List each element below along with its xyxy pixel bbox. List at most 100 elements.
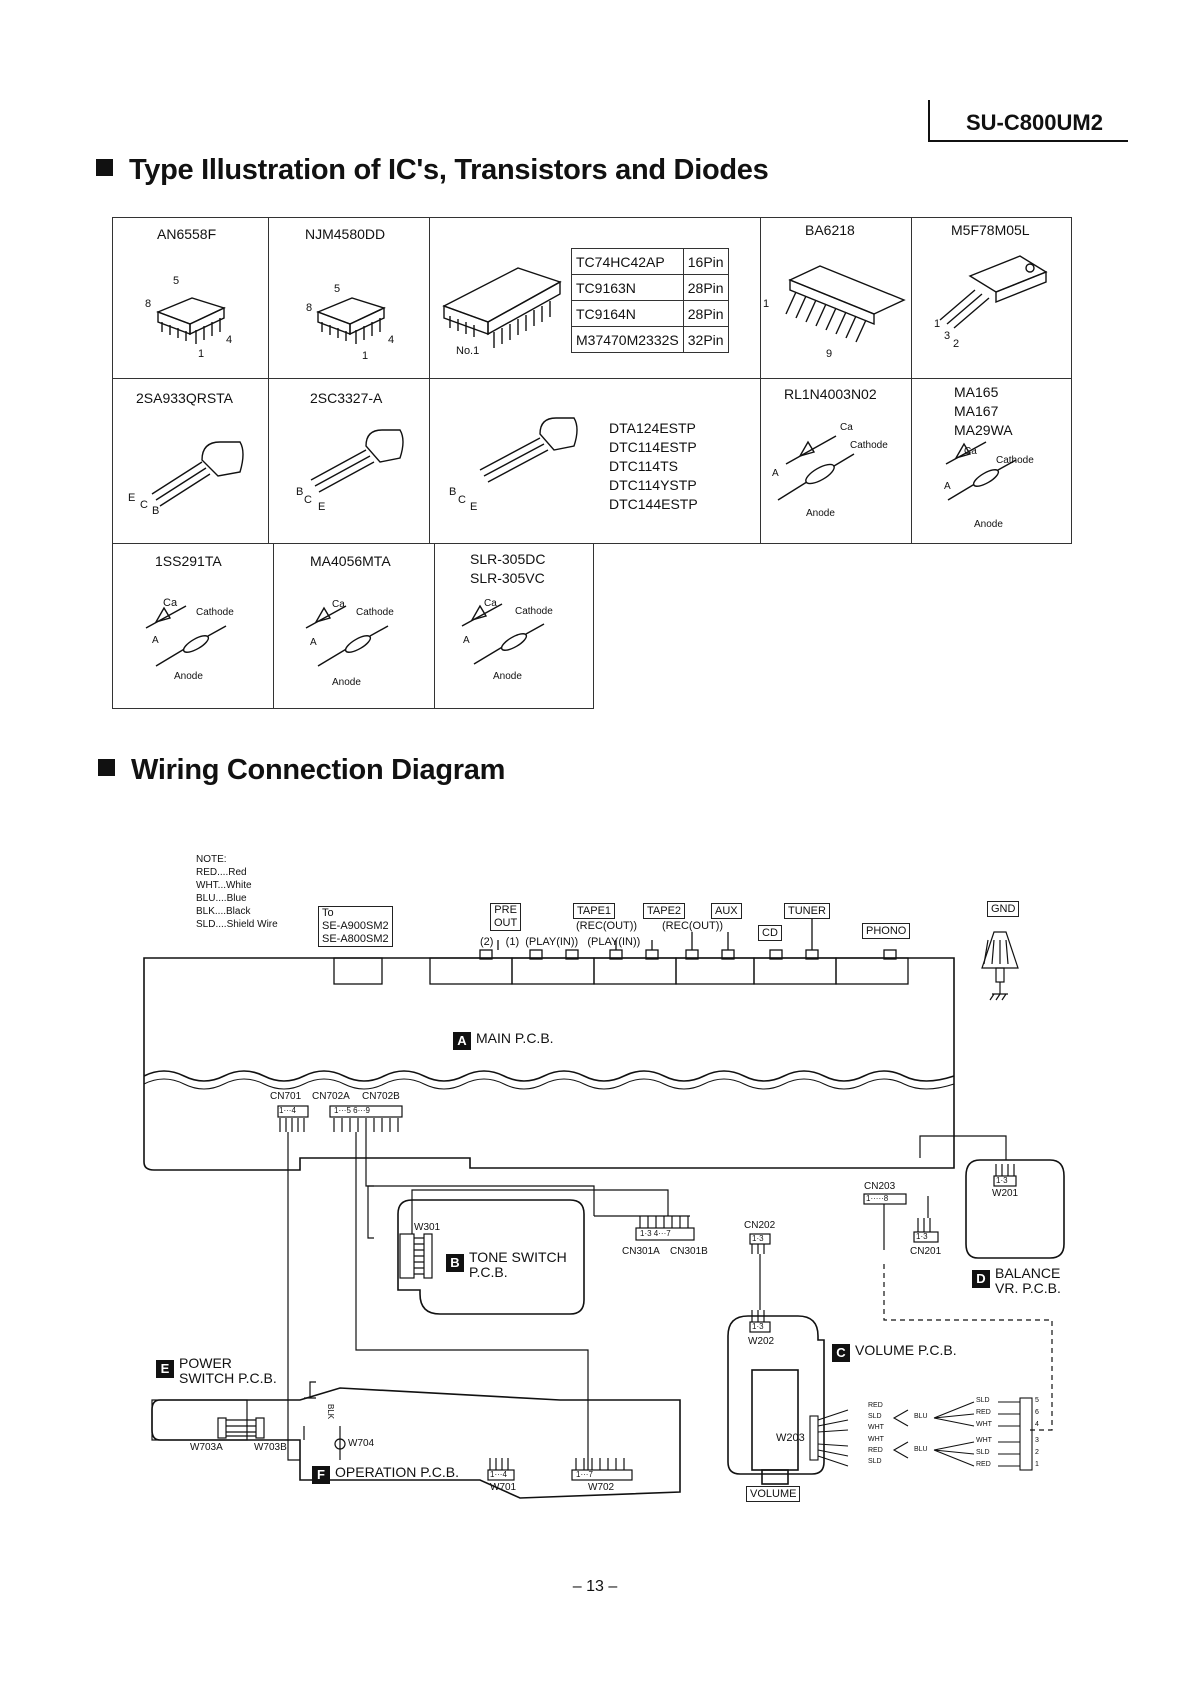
diode-label: Ca: [840, 422, 853, 433]
diode-label: Anode: [974, 519, 1003, 530]
pin-number: 5: [1035, 1397, 1039, 1404]
section-title-wiring: Wiring Connection Diagram: [98, 754, 505, 787]
diode-label: Anode: [493, 671, 522, 682]
part-slr-list: SLR-305DC SLR-305VC: [470, 551, 546, 586]
wire-color-note: NOTE: RED....Red WHT...White BLU....Blue…: [196, 854, 278, 930]
pin-number: 4: [1035, 1421, 1039, 1428]
diode-label: Cathode: [356, 607, 394, 618]
lead-label: B: [449, 486, 457, 498]
conn-w301: W301: [414, 1222, 441, 1233]
rec-out-1: (REC(OUT)): [576, 920, 638, 932]
conn-cn202: CN202: [744, 1220, 776, 1231]
lead-label: B: [296, 486, 304, 498]
diode-label: A: [944, 481, 951, 492]
board-a-label: A MAIN P.C.B.: [453, 1030, 554, 1050]
square-bullet-icon: [98, 759, 115, 776]
part-ba6218: BA6218: [805, 222, 855, 238]
pin-number: 3: [1035, 1437, 1039, 1444]
diode-label: Ca: [964, 446, 977, 457]
wire-color: RED: [976, 1409, 991, 1416]
ground-terminal-icon: [981, 931, 1019, 1001]
pin-range: 1·3: [752, 1234, 764, 1243]
pin-range: 1·3: [916, 1232, 928, 1241]
play-in-row: (2) (1) (PLAY(IN)) (PLAY(IN)): [480, 936, 641, 948]
conn-cn702b: CN702B: [362, 1091, 400, 1102]
part-njm4580dd: NJM4580DD: [305, 226, 386, 242]
pin-label: 3: [944, 330, 951, 342]
lead-label: E: [318, 501, 326, 513]
conn-cn301b: CN301B: [670, 1246, 708, 1257]
wire-color-blu: BLU: [914, 1446, 928, 1453]
part-2sa933: 2SA933QRSTA: [136, 390, 234, 406]
conn-cn702a: CN702A: [312, 1091, 350, 1102]
board-letter-badge: F: [312, 1466, 330, 1484]
conn-cn701: CN701: [270, 1091, 302, 1102]
conn-w201: W201: [992, 1188, 1019, 1199]
pin-label: 9: [826, 348, 833, 360]
wire-color: RED: [976, 1461, 991, 1468]
board-letter-badge: C: [832, 1344, 850, 1362]
pin-range: 1·3: [752, 1322, 764, 1331]
diode-label: Ca: [163, 597, 178, 609]
diode-label: Anode: [806, 508, 835, 519]
board-f-name: OPERATION P.C.B.: [335, 1464, 459, 1480]
wire-color: WHT: [976, 1437, 992, 1444]
wire-color: SLD: [976, 1397, 990, 1404]
pin-number: 1: [1035, 1461, 1039, 1468]
pin-label: 1: [763, 298, 770, 310]
part-dta-list: DTA124ESTP DTC114ESTP DTC114TS DTC114YST…: [609, 420, 698, 512]
pin-part: TC9164N: [571, 300, 684, 327]
pin-count: 28Pin: [682, 300, 729, 327]
to-speaker-label: To SE-A900SM2 SE-A800SM2: [318, 906, 393, 947]
wire-color: SLD: [868, 1458, 882, 1465]
board-b-name: TONE SWITCH P.C.B.: [469, 1249, 567, 1280]
pin-count: 28Pin: [682, 274, 729, 301]
pin-label-no1: No.1: [456, 345, 480, 357]
main-pcb-cut: [143, 1070, 955, 1082]
pin-range: 1·3 4···7: [640, 1229, 671, 1238]
rec-out-2: (REC(OUT)): [662, 920, 724, 932]
cell-2sa933: [112, 378, 269, 544]
conn-w202: W202: [748, 1336, 775, 1347]
cell-rl1n4003: [760, 378, 912, 544]
wire-blk: BLK: [326, 1404, 335, 1420]
pin-part: M37470M2332S: [571, 326, 684, 353]
pin-range: 1·3: [996, 1176, 1008, 1185]
cell-ba6218: [760, 217, 912, 379]
board-letter-badge: A: [453, 1032, 471, 1050]
pin-number: 2: [1035, 1449, 1039, 1456]
pin-part: TC74HC42AP: [571, 248, 684, 275]
cell-ma4056: [273, 543, 435, 709]
cell-njm4580dd: [268, 217, 430, 379]
pin-label: 1: [362, 350, 369, 362]
board-c-name: VOLUME P.C.B.: [855, 1342, 957, 1358]
pin-range: 1···7: [576, 1470, 593, 1479]
cell-1ss291: [112, 543, 274, 709]
wire-color: SLD: [976, 1449, 990, 1456]
conn-w203: W203: [776, 1432, 805, 1444]
diode-label: Cathode: [515, 606, 553, 617]
part-1ss291: 1SS291TA: [155, 553, 222, 569]
board-f-label: F OPERATION P.C.B.: [312, 1464, 459, 1484]
diode-label: A: [772, 468, 779, 479]
pin-label: 4: [388, 334, 395, 346]
conn-w704: W704: [348, 1438, 375, 1449]
wire-color: WHT: [868, 1436, 884, 1443]
cell-dta-list: [429, 378, 761, 544]
conn-w702: W702: [588, 1482, 615, 1493]
diode-label: A: [152, 635, 159, 646]
wire-color: SLD: [868, 1413, 882, 1420]
conn-w703b: W703B: [254, 1442, 287, 1453]
cell-an6558f: [112, 217, 269, 379]
board-a-name: MAIN P.C.B.: [476, 1030, 554, 1046]
pin-label: 8: [145, 298, 152, 310]
lead-label: C: [458, 494, 466, 506]
model-number-box: SU-C800UM2: [928, 100, 1128, 142]
pin-part: TC9163N: [571, 274, 684, 301]
diode-label: Cathode: [850, 440, 888, 451]
pin-label: 8: [306, 302, 313, 314]
